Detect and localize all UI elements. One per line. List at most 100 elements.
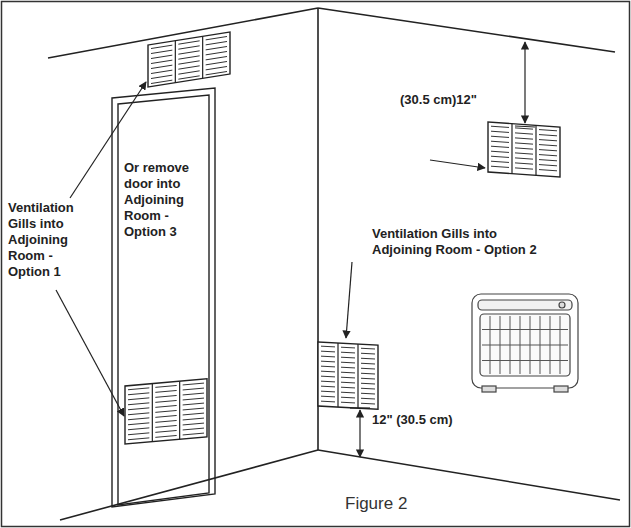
vent-slat xyxy=(321,371,335,373)
vent-slat xyxy=(183,403,204,405)
vent-slat xyxy=(341,347,355,349)
vent-slat xyxy=(515,138,533,139)
vent-slat xyxy=(515,133,533,134)
vent-slat xyxy=(151,60,172,63)
heater-top-panel xyxy=(478,300,572,310)
vent-slat xyxy=(128,423,149,425)
vent-slat xyxy=(321,346,335,348)
heater-illustration xyxy=(472,294,578,392)
vent-slat xyxy=(183,418,204,420)
vent-divider xyxy=(202,36,203,78)
leader-line xyxy=(56,290,124,416)
vent-slat xyxy=(128,388,149,390)
vent-divider xyxy=(511,124,512,174)
vent-slat xyxy=(206,61,227,64)
vent-slat xyxy=(206,71,227,74)
vent-slat xyxy=(321,381,335,383)
door-frame-inner xyxy=(118,95,209,505)
option-label: Ventilation Gills into Adjoining Room - … xyxy=(372,226,550,258)
vent-slat xyxy=(155,420,176,422)
vent-frame xyxy=(148,32,230,87)
vent-slat xyxy=(361,368,375,370)
heater-foot xyxy=(482,386,496,392)
vent-slat xyxy=(183,393,204,395)
vent-slat xyxy=(321,356,335,358)
leader-line xyxy=(430,160,485,168)
vent-slat xyxy=(151,75,172,78)
vent-slat xyxy=(206,36,227,39)
vent-slat xyxy=(151,65,172,68)
vent-slat xyxy=(491,136,509,137)
vent-slat xyxy=(155,410,176,412)
vent-slat xyxy=(128,403,149,405)
vent-slat xyxy=(128,408,149,410)
vent-divider xyxy=(357,344,358,408)
vent-slat xyxy=(155,435,176,437)
vent-slat xyxy=(491,151,509,152)
vent-slat xyxy=(491,161,509,162)
vent-slat xyxy=(341,357,355,359)
grille-bar xyxy=(482,345,568,346)
vent-slat xyxy=(321,366,335,368)
vent-slat xyxy=(178,76,199,79)
vent-slat xyxy=(539,150,557,151)
vent-slat xyxy=(321,396,335,398)
vent-slat xyxy=(341,352,355,354)
right-ceiling-line xyxy=(318,8,615,52)
vent-slat xyxy=(361,378,375,380)
vent-slat xyxy=(128,418,149,420)
vent-slat xyxy=(361,383,375,385)
vent-slat xyxy=(361,373,375,375)
vent-slat xyxy=(321,401,335,403)
vent-frame xyxy=(318,342,378,409)
vent-slat xyxy=(341,402,355,404)
vent-slat xyxy=(128,413,149,415)
vent-slat xyxy=(341,397,355,399)
vent-slat xyxy=(539,130,557,131)
vent-slat xyxy=(341,372,355,374)
vent-slat xyxy=(178,41,199,44)
vent-slat xyxy=(155,405,176,407)
vent-slat xyxy=(539,145,557,146)
vent-slat xyxy=(539,140,557,141)
vent-divider xyxy=(152,384,153,442)
vent-slat xyxy=(539,170,557,171)
vent-slat xyxy=(515,158,533,159)
vent-slat xyxy=(341,377,355,379)
vent-slat xyxy=(515,148,533,149)
vent-divider xyxy=(337,343,338,407)
vent-slat xyxy=(155,425,176,427)
vent-slat xyxy=(515,128,533,129)
vent-slat xyxy=(128,398,149,400)
vent-slat xyxy=(539,155,557,156)
vent-slat xyxy=(321,376,335,378)
vent-slat xyxy=(151,80,172,83)
vent-slat xyxy=(515,153,533,154)
vent-slat xyxy=(341,382,355,384)
right-floor-line xyxy=(318,450,620,500)
vent-slat xyxy=(178,66,199,69)
heater-foot xyxy=(554,386,568,392)
vent-slat xyxy=(361,353,375,355)
vent-divider xyxy=(535,125,536,175)
vent-slat xyxy=(491,141,509,142)
vent-slat xyxy=(155,400,176,402)
vent-slat xyxy=(128,393,149,395)
vent-slat xyxy=(539,160,557,161)
grille-bar xyxy=(482,360,568,361)
vent-slat xyxy=(155,385,176,387)
dimension-arrow xyxy=(524,42,525,123)
vent-slat xyxy=(206,41,227,44)
vent-slat xyxy=(491,146,509,147)
vent-slat xyxy=(183,398,204,400)
vent-slat xyxy=(361,398,375,400)
vent-slat xyxy=(178,51,199,54)
heater-body xyxy=(472,294,578,388)
vent-slat xyxy=(178,61,199,64)
vent-slat xyxy=(178,56,199,59)
vent-slat xyxy=(515,143,533,144)
vent-slat xyxy=(341,387,355,389)
vent-slat xyxy=(321,391,335,393)
